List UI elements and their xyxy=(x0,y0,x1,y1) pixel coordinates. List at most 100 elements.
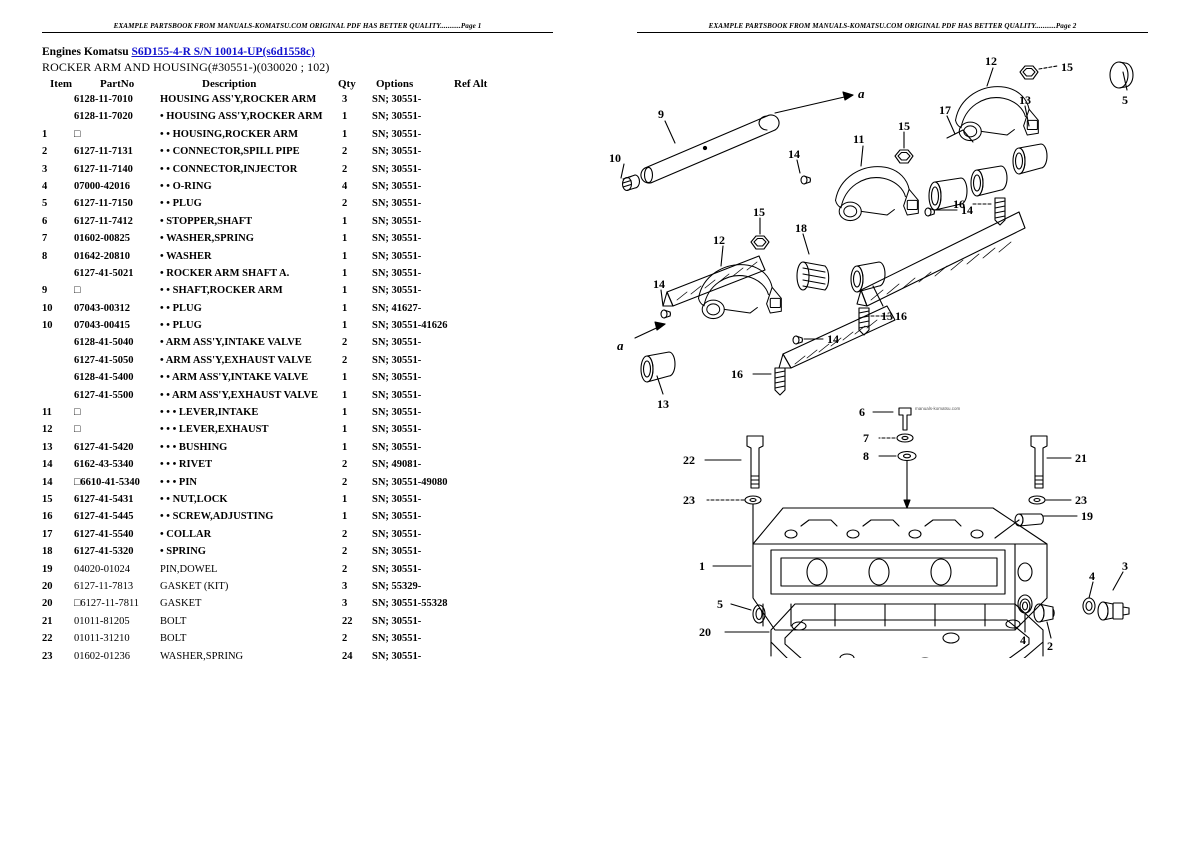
cell-desc: BOLT xyxy=(160,633,187,645)
diagram-watermark: manuals-komatsu.com xyxy=(915,406,961,411)
cell-desc: • ROCKER ARM SHAFT A. xyxy=(160,267,290,279)
cell-qty: 1 xyxy=(342,250,348,262)
cell-desc: • • HOUSING,ROCKER ARM xyxy=(160,128,299,140)
svg-text:a: a xyxy=(858,86,865,101)
page-header-left: EXAMPLE PARTSBOOK FROM MANUALS-KOMATSU.C… xyxy=(113,22,482,30)
svg-text:6: 6 xyxy=(859,405,865,419)
parts-table: Item PartNo Description Qty Options Ref … xyxy=(42,78,552,668)
cell-desc: • • • LEVER,EXHAUST xyxy=(160,424,269,436)
cell-qty: 1 xyxy=(342,320,348,332)
cell-desc: GASKET xyxy=(160,598,202,610)
cell-item: 4 xyxy=(42,180,48,192)
cell-qty: 1 xyxy=(342,424,348,436)
model-link[interactable]: S6D155-4-R S/N 10014-UP(s6d1558c) xyxy=(131,46,315,58)
cell-opt: SN; 30551- xyxy=(372,215,422,227)
cell-qty: 1 xyxy=(342,267,348,279)
svg-text:7: 7 xyxy=(863,431,869,445)
cell-opt: SN; 30551- xyxy=(372,94,422,105)
cell-qty: 2 xyxy=(342,354,348,366)
cell-qty: 1 xyxy=(342,128,348,140)
svg-text:20: 20 xyxy=(699,625,711,639)
svg-text:16: 16 xyxy=(895,309,907,323)
cell-qty: 1 xyxy=(342,302,348,314)
cell-opt: SN; 30551-55328 xyxy=(372,598,448,610)
cell-desc: WASHER,SPRING xyxy=(160,650,244,662)
cell-item: 3 xyxy=(42,163,48,175)
cell-opt: SN; 49081- xyxy=(372,459,422,471)
cell-part: 6127-41-5500 xyxy=(74,389,134,401)
cell-desc: • • O-RING xyxy=(160,180,212,192)
cell-opt: SN; 30551- xyxy=(372,267,422,279)
svg-text:12: 12 xyxy=(713,233,725,247)
svg-text:1: 1 xyxy=(699,559,705,573)
cell-qty: 2 xyxy=(342,546,348,558)
cell-desc: • • SHAFT,ROCKER ARM xyxy=(160,285,283,297)
cell-part: □ xyxy=(74,285,81,297)
cell-part: 07043-00415 xyxy=(74,320,130,332)
cell-opt: SN; 30551- xyxy=(372,389,422,401)
cell-qty: 2 xyxy=(342,163,348,175)
svg-text:23: 23 xyxy=(683,493,695,507)
cell-opt: SN; 30551- xyxy=(372,511,422,523)
cell-item: 5 xyxy=(42,198,48,210)
cell-part: 6127-11-7813 xyxy=(74,580,134,592)
cell-qty: 2 xyxy=(342,459,348,471)
cell-item: 19 xyxy=(42,563,53,575)
svg-text:5: 5 xyxy=(1122,93,1128,107)
cell-part: 01011-31210 xyxy=(74,633,130,645)
cell-qty: 24 xyxy=(342,650,353,662)
cell-desc: • WASHER xyxy=(160,250,212,262)
cell-qty: 2 xyxy=(342,198,348,210)
cell-desc: • COLLAR xyxy=(160,528,212,540)
cell-item: 15 xyxy=(42,493,53,505)
cell-opt: SN; 30551- xyxy=(372,337,422,349)
cell-part: 6127-11-7150 xyxy=(74,198,133,210)
svg-text:9: 9 xyxy=(658,107,664,121)
cell-opt: SN; 55329- xyxy=(372,580,422,592)
cell-part: 04020-01024 xyxy=(74,563,130,575)
cell-part: 01011-81205 xyxy=(74,615,130,627)
cell-part: □ xyxy=(74,128,81,140)
cell-qty: 1 xyxy=(342,511,348,523)
cell-opt: SN; 41627- xyxy=(372,302,422,314)
cell-part: 6128-41-5040 xyxy=(74,337,134,349)
cell-item: 22 xyxy=(42,633,53,645)
title-prefix: Engines Komatsu xyxy=(42,46,132,58)
cell-desc: • • NUT,LOCK xyxy=(160,493,228,505)
cell-item: 20 xyxy=(42,580,53,592)
cell-desc: • • • BUSHING xyxy=(160,441,228,453)
svg-text:16: 16 xyxy=(731,367,743,381)
svg-text:11: 11 xyxy=(853,132,864,146)
cell-desc: • • • PIN xyxy=(160,476,197,488)
cell-desc: • • PLUG xyxy=(160,302,202,314)
cell-desc: • STOPPER,SHAFT xyxy=(160,215,253,227)
cell-opt: SN; 30551- xyxy=(372,250,422,262)
cell-qty: 1 xyxy=(342,407,348,419)
page-right: EXAMPLE PARTSBOOK FROM MANUALS-KOMATSU.C… xyxy=(595,0,1190,842)
cell-opt: SN; 30551- xyxy=(372,546,422,558)
header-rule-left xyxy=(42,32,553,33)
cell-part: □ xyxy=(74,424,81,436)
cell-opt: SN; 30551-41626 xyxy=(372,320,448,332)
cell-qty: 4 xyxy=(342,180,348,192)
svg-text:16: 16 xyxy=(953,197,965,211)
cell-item: 18 xyxy=(42,546,53,558)
cell-item: 13 xyxy=(42,441,53,453)
cell-part: 6127-41-5445 xyxy=(74,511,134,523)
cell-qty: 1 xyxy=(342,215,348,227)
cell-opt: SN; 30551- xyxy=(372,285,422,297)
cell-qty: 3 xyxy=(342,580,348,592)
cell-opt: SN; 30551- xyxy=(372,128,422,140)
svg-text:14: 14 xyxy=(788,147,800,161)
